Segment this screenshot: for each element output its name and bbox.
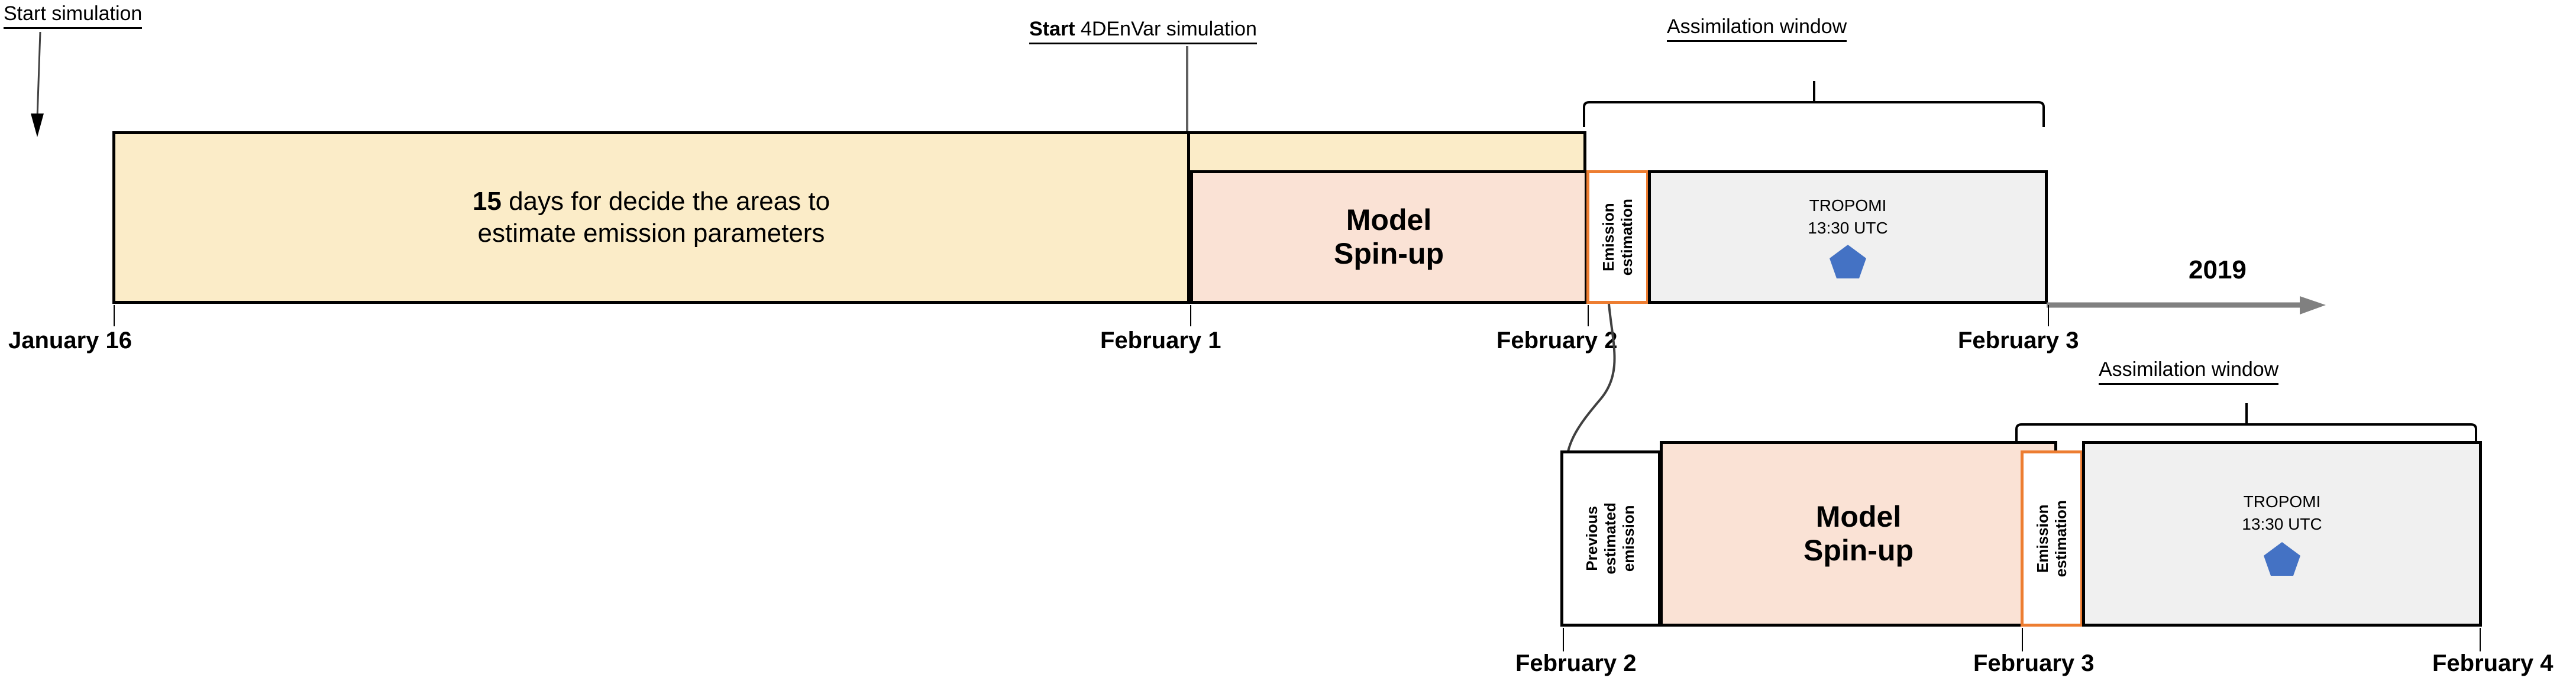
assimilation-window-bottom-bracket [2015,403,2477,449]
start-pointer-down-arrow-icon [31,31,44,137]
emission-estimation-line1-bottom: Emission [2033,504,2051,573]
previous-estimated-emission-box: Previous estimated emission [1560,450,1661,627]
previous-estimated-emission-label: Previous estimated emission [1583,502,1638,574]
tropomi-name-top: TROPOMI [1809,196,1887,215]
previous-emission-line1: Previous [1583,506,1601,571]
emission-estimation-box-top: Emission estimation [1586,170,1649,304]
satellite-pentagon-icon-bottom [2264,541,2300,576]
date-tick-feb3-bottom [2022,628,2023,651]
model-spinup-label-top: Model Spin-up [1334,203,1444,271]
emission-estimation-line2-bottom: estimation [2052,500,2070,578]
model-spinup-line2-bottom: Spin-up [1803,534,1914,567]
date-tick-jan16 [114,305,115,326]
start-4denvar-bold: Start [1029,18,1075,40]
model-spinup-line1-bottom: Model [1815,500,1902,533]
tropomi-box-bottom: TROPOMI 13:30 UTC [2082,441,2482,627]
emission-estimation-line1-top: Emission [1599,203,1617,271]
date-label-feb1: February 1 [1100,327,1221,354]
emission-estimation-label-bottom: Emission estimation [2034,500,2070,577]
previous-emission-line3: emission [1620,505,1638,572]
tropomi-box-top: TROPOMI 13:30 UTC [1648,170,2048,304]
date-label-feb4-bottom: February 4 [2432,650,2554,676]
assimilation-window-bottom-annotation: Assimilation window [2099,359,2279,385]
model-spinup-box-bottom: Model Spin-up [1660,441,2057,627]
emission-estimation-label-top: Emission estimation [1599,199,1636,275]
date-tick-feb1 [1190,305,1191,326]
assimilation-window-top-annotation: Assimilation window [1667,16,1847,42]
date-tick-feb2 [1588,305,1589,326]
decide-areas-text-part1: days for decide the areas to [501,187,830,216]
decide-areas-label: 15 days for decide the areas to estimate… [473,186,830,249]
satellite-pentagon-icon-top [1830,244,1866,278]
year-label: 2019 [2189,255,2247,284]
model-spinup-label-bottom: Model Spin-up [1803,500,1914,568]
decide-areas-box: 15 days for decide the areas to estimate… [112,131,1190,304]
date-label-feb2-top: February 2 [1497,327,1618,354]
tropomi-content-bottom: TROPOMI 13:30 UTC [2242,491,2322,577]
tropomi-time-top: 13:30 UTC [1808,219,1888,237]
emission-estimation-box-bottom: Emission estimation [2021,450,2083,627]
decide-areas-days-count: 15 [472,187,502,216]
emission-estimation-line2-top: estimation [1618,198,1636,276]
previous-emission-line2: estimated [1601,502,1620,575]
assimilation-window-top-bracket [1583,81,2045,127]
date-label-jan16: January 16 [8,327,132,354]
model-spinup-line1-top: Model [1346,203,1432,236]
date-label-feb3-top: February 3 [1958,327,2079,354]
time-axis-right-arrow-icon [2047,296,2326,314]
date-tick-feb4-bottom [2480,628,2481,651]
date-label-feb2-bottom: February 2 [1515,650,1637,676]
tropomi-name-bottom: TROPOMI [2243,492,2321,511]
start-simulation-annotation: Start simulation [4,3,143,29]
date-tick-feb3 [2048,305,2049,326]
decide-areas-text-part2: estimate emission parameters [477,219,825,248]
start-4denvar-rest: 4DEnVar simulation [1075,18,1257,40]
tropomi-content-top: TROPOMI 13:30 UTC [1808,194,1888,280]
model-spinup-line2-top: Spin-up [1333,237,1444,270]
tropomi-time-bottom: 13:30 UTC [2242,515,2322,533]
model-spinup-box-top: Model Spin-up [1190,170,1588,304]
date-label-feb3-bottom: February 3 [1973,650,2095,676]
date-tick-feb2-bottom [1563,628,1564,651]
start-4denvar-annotation: Start 4DEnVar simulation [1029,18,1257,44]
